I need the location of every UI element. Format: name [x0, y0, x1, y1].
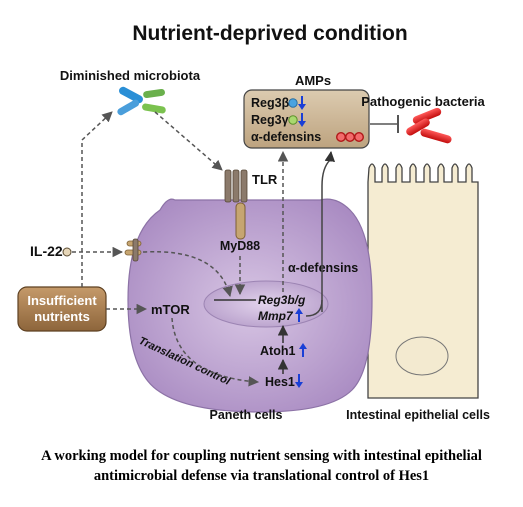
pathogen-icon: [406, 107, 452, 144]
reg3b-dot: [288, 98, 298, 108]
microbiota-label: Diminished microbiota: [60, 68, 201, 83]
paneth-label: Paneth cells: [210, 408, 283, 422]
tlr-label: TLR: [252, 172, 278, 187]
epithelial-label: Intestinal epithelial cells: [346, 408, 490, 422]
insufficient-line2: nutrients: [34, 309, 90, 324]
hes1-down-arrow: [295, 374, 303, 388]
arrow-defensins-to-amps: [321, 150, 336, 312]
reg3g-down-arrow: [298, 113, 306, 127]
model-diagram: Nutrient-deprived condition Diminished m…: [17, 22, 490, 422]
myd88-icon: [235, 202, 246, 240]
atoh1-up-arrow: [299, 343, 307, 357]
arrow-mtor-to-hes1: [171, 317, 260, 387]
amps-title: AMPs: [295, 73, 331, 88]
il22-label: IL-22: [30, 243, 63, 259]
alpha-defensins-label: α-defensins: [288, 261, 358, 275]
arrow-mmp7-to-defensins: [305, 299, 323, 317]
il22-receptor-icon: [124, 238, 142, 262]
caption-line-1: A working model for coupling nutrient se…: [41, 448, 482, 464]
defensins-label: α-defensins: [251, 130, 321, 144]
reg3b-down-arrow: [298, 96, 306, 110]
figure-caption: A working model for coupling nutrient se…: [0, 446, 523, 486]
inhibition-line: [370, 115, 399, 133]
arrow-microbiota-to-tlr: [154, 111, 223, 171]
mmp7-up-arrow: [295, 308, 303, 322]
reg3b-label: Reg3β: [251, 96, 290, 110]
pathogenic-label: Pathogenic bacteria: [361, 94, 485, 109]
arrow-nutrients-to-microbiota: [81, 111, 113, 287]
myd88-label: MyD88: [220, 239, 260, 253]
title: Nutrient-deprived condition: [132, 22, 407, 45]
epithelial-cell: [367, 163, 479, 399]
reg3bg-label: Reg3b/g: [258, 293, 306, 307]
mtor-label: mTOR: [151, 302, 190, 317]
defensin-dots: [336, 131, 365, 142]
caption-line-2: antimicrobial defense via translational …: [93, 468, 430, 484]
insufficient-line1: Insufficient: [27, 293, 97, 308]
hes1-label: Hes1: [265, 375, 295, 389]
reg3g-dot: [288, 115, 298, 125]
mmp7-label: Mmp7: [258, 309, 294, 323]
atoh1-label: Atoh1: [260, 344, 295, 358]
tlr-receptor: [224, 169, 248, 203]
microbiota-icon: [117, 86, 166, 116]
signaling-arrows: [72, 111, 336, 387]
arrow-il22r-to-nucleus: [142, 250, 233, 298]
il22-ligand: [62, 247, 72, 257]
reg3g-label: Reg3γ: [251, 113, 289, 127]
